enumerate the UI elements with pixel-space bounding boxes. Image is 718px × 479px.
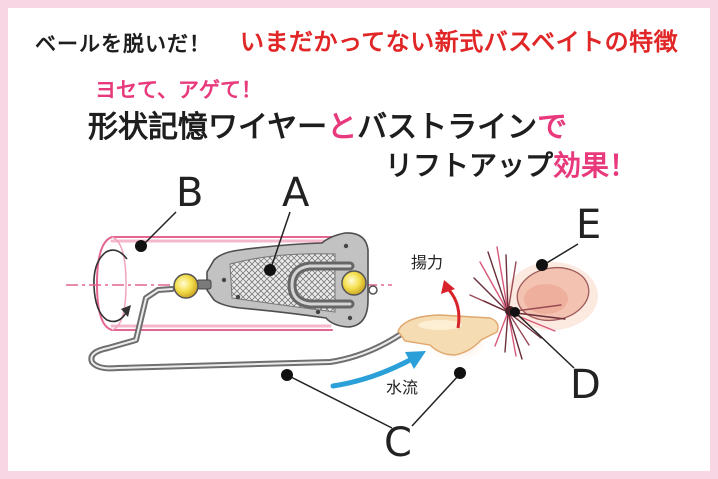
headline2-part1: リフトアップ	[385, 149, 554, 182]
shape-memory-wire	[88, 286, 410, 372]
label-a: A	[282, 170, 310, 216]
headline1-part3: バストライン	[357, 110, 538, 145]
leader-d	[510, 307, 575, 369]
rubber-tail-inner	[524, 284, 568, 314]
label-b: B	[176, 170, 203, 216]
swivel-ring	[368, 285, 378, 295]
bead-right	[341, 270, 367, 296]
rivet	[235, 294, 241, 300]
title-main: いまだかってない新式バスベイトの特徴	[240, 28, 679, 56]
blade-u-wire-highlight	[290, 264, 352, 306]
rivet	[347, 315, 353, 321]
label-c: C	[384, 420, 412, 466]
title-lead: ベールを脱いだ！	[35, 32, 211, 56]
cylinder-left-end-front	[95, 236, 113, 331]
leader-b	[135, 211, 177, 252]
headline-line1: 形状記憶ワイヤーとバストラインで	[88, 113, 567, 143]
leader-a	[264, 211, 291, 276]
rivet	[221, 277, 227, 283]
lift-label: 揚力	[411, 253, 443, 272]
headline2-part2: 効果！	[553, 149, 638, 182]
rotation-arrow-icon	[93, 249, 131, 323]
label-d: D	[570, 362, 601, 408]
rotation-cylinder	[95, 236, 335, 331]
leader-e	[536, 243, 579, 271]
water-flow-arrow	[330, 351, 426, 389]
rivet	[315, 309, 321, 315]
bead-left	[173, 273, 199, 299]
cylinder-left-end-back	[111, 236, 127, 331]
blade-frame	[196, 232, 369, 328]
label-e: E	[576, 202, 601, 248]
headline1-part2: と	[327, 110, 358, 145]
headline-line2: リフトアップ効果！	[385, 152, 637, 180]
headline1-part4: で	[537, 110, 568, 145]
leader-c	[281, 367, 466, 429]
rivet	[343, 243, 349, 249]
head-highlight	[418, 320, 462, 330]
water-flow-label: 水流	[386, 378, 418, 397]
blade-clip	[196, 279, 212, 290]
lift-arrow	[441, 280, 461, 329]
headline1-part1: 形状記憶ワイヤー	[88, 110, 328, 145]
tagline: ヨセて、アゲて！	[95, 78, 262, 102]
